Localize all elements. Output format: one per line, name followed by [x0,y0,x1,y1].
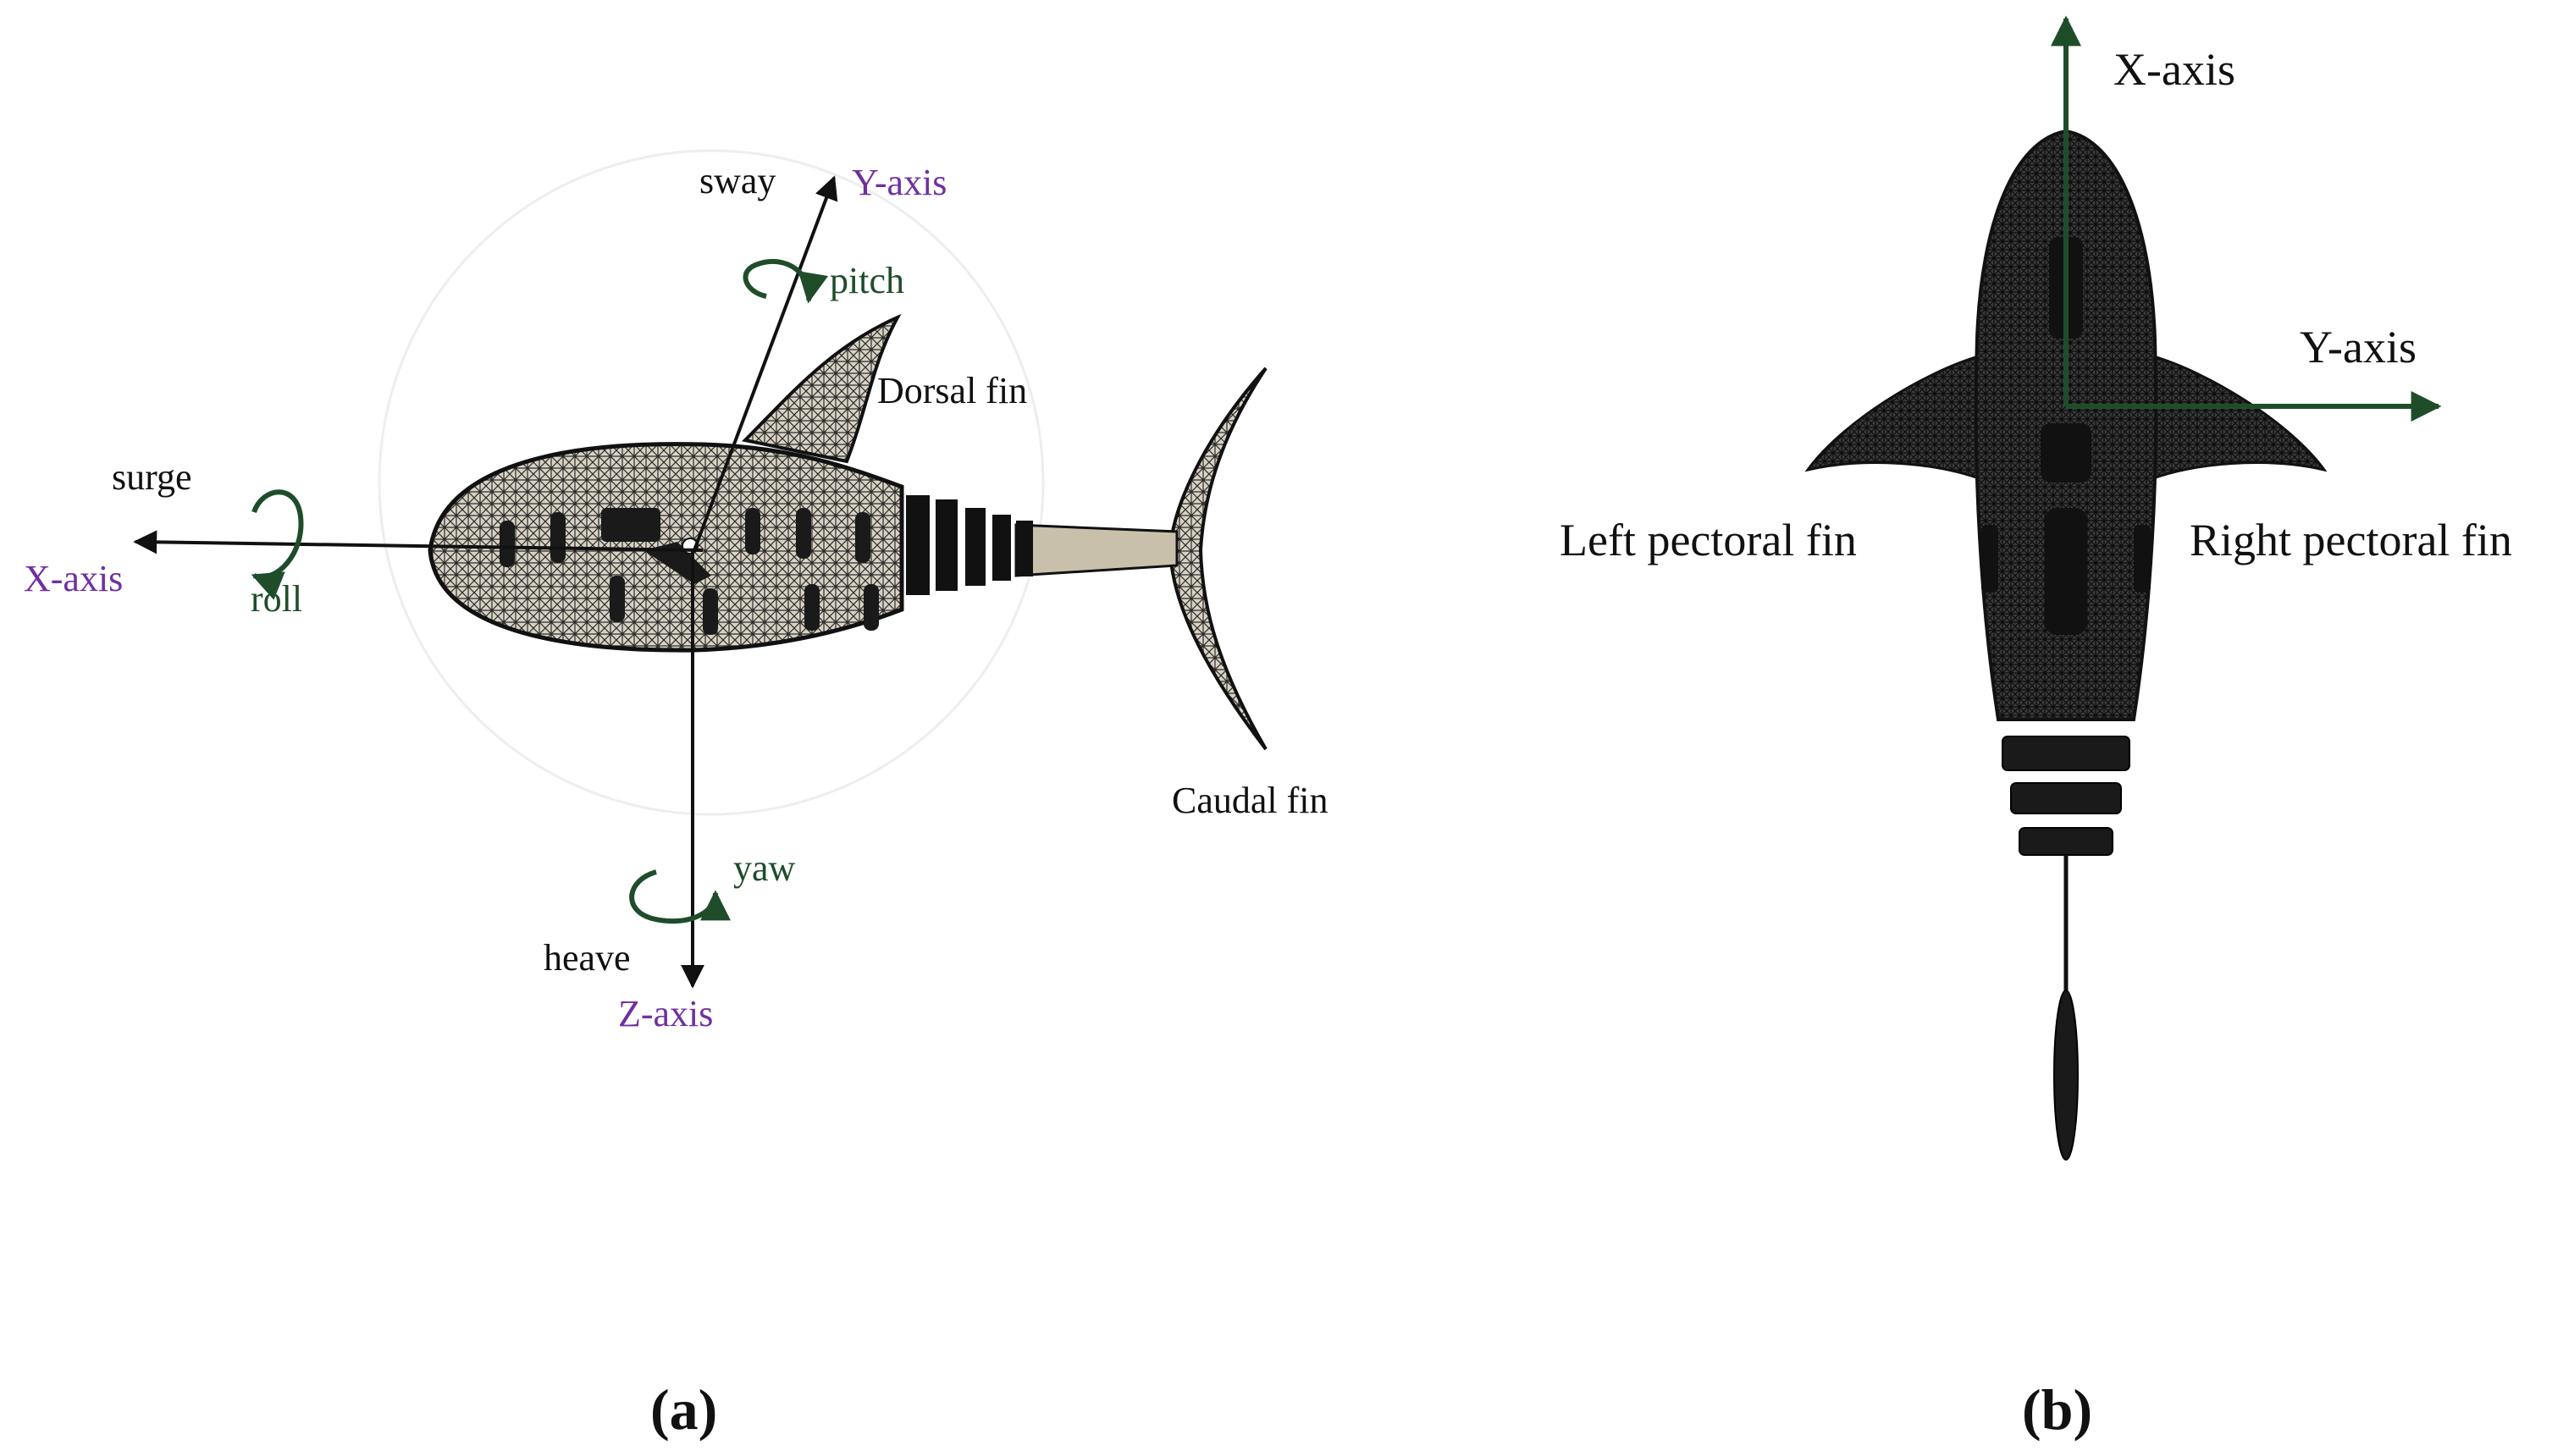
left-pectoral-fin-label: Left pectoral fin [1560,515,1857,565]
top-tail-segments [2002,736,2130,856]
heave-label: heave [544,937,631,979]
panel-a-caption: (a) [650,1377,717,1442]
peduncle-shape [1014,523,1179,577]
roll-rotation-icon [251,489,304,600]
y-axis-arrow [693,175,838,551]
dorsal-fin-label: Dorsal fin [877,370,1027,411]
roll-label: roll [251,578,302,620]
panel-b: X-axis Y-axis Left pectoral fin Right pe… [1560,15,2512,1442]
caudal-fin-label: Caudal fin [1172,780,1328,821]
dorsal-fin-shape [741,313,902,464]
surge-label: surge [112,456,192,498]
top-caudal-fin-shape [2053,990,2079,1161]
yaw-rotation-icon [629,869,731,924]
y-axis-label-b: Y-axis [2300,322,2417,372]
panel-b-caption: (b) [2022,1377,2092,1442]
x-axis-arrow [133,530,704,554]
left-pectoral-fin-shape [1804,354,1991,485]
panel-a: sway Y-axis pitch Dorsal fin surge X-axi… [24,149,1328,1442]
right-pectoral-fin-label: Right pectoral fin [2190,515,2512,565]
top-internal-components [1981,237,2151,635]
reference-circle [378,149,1045,816]
x-axis-label-a: X-axis [24,558,123,599]
pitch-label: pitch [830,260,904,301]
tail-segments [906,495,1033,595]
caudal-fin-shape [1168,367,1268,751]
pitch-rotation-icon [743,258,829,304]
y-axis-label-a: Y-axis [852,162,947,203]
z-axis-label-a: Z-axis [618,993,713,1034]
x-axis-label-b: X-axis [2113,44,2235,95]
right-pectoral-fin-shape [2140,354,2328,485]
sway-label: sway [699,160,776,201]
yaw-label: yaw [733,847,796,889]
